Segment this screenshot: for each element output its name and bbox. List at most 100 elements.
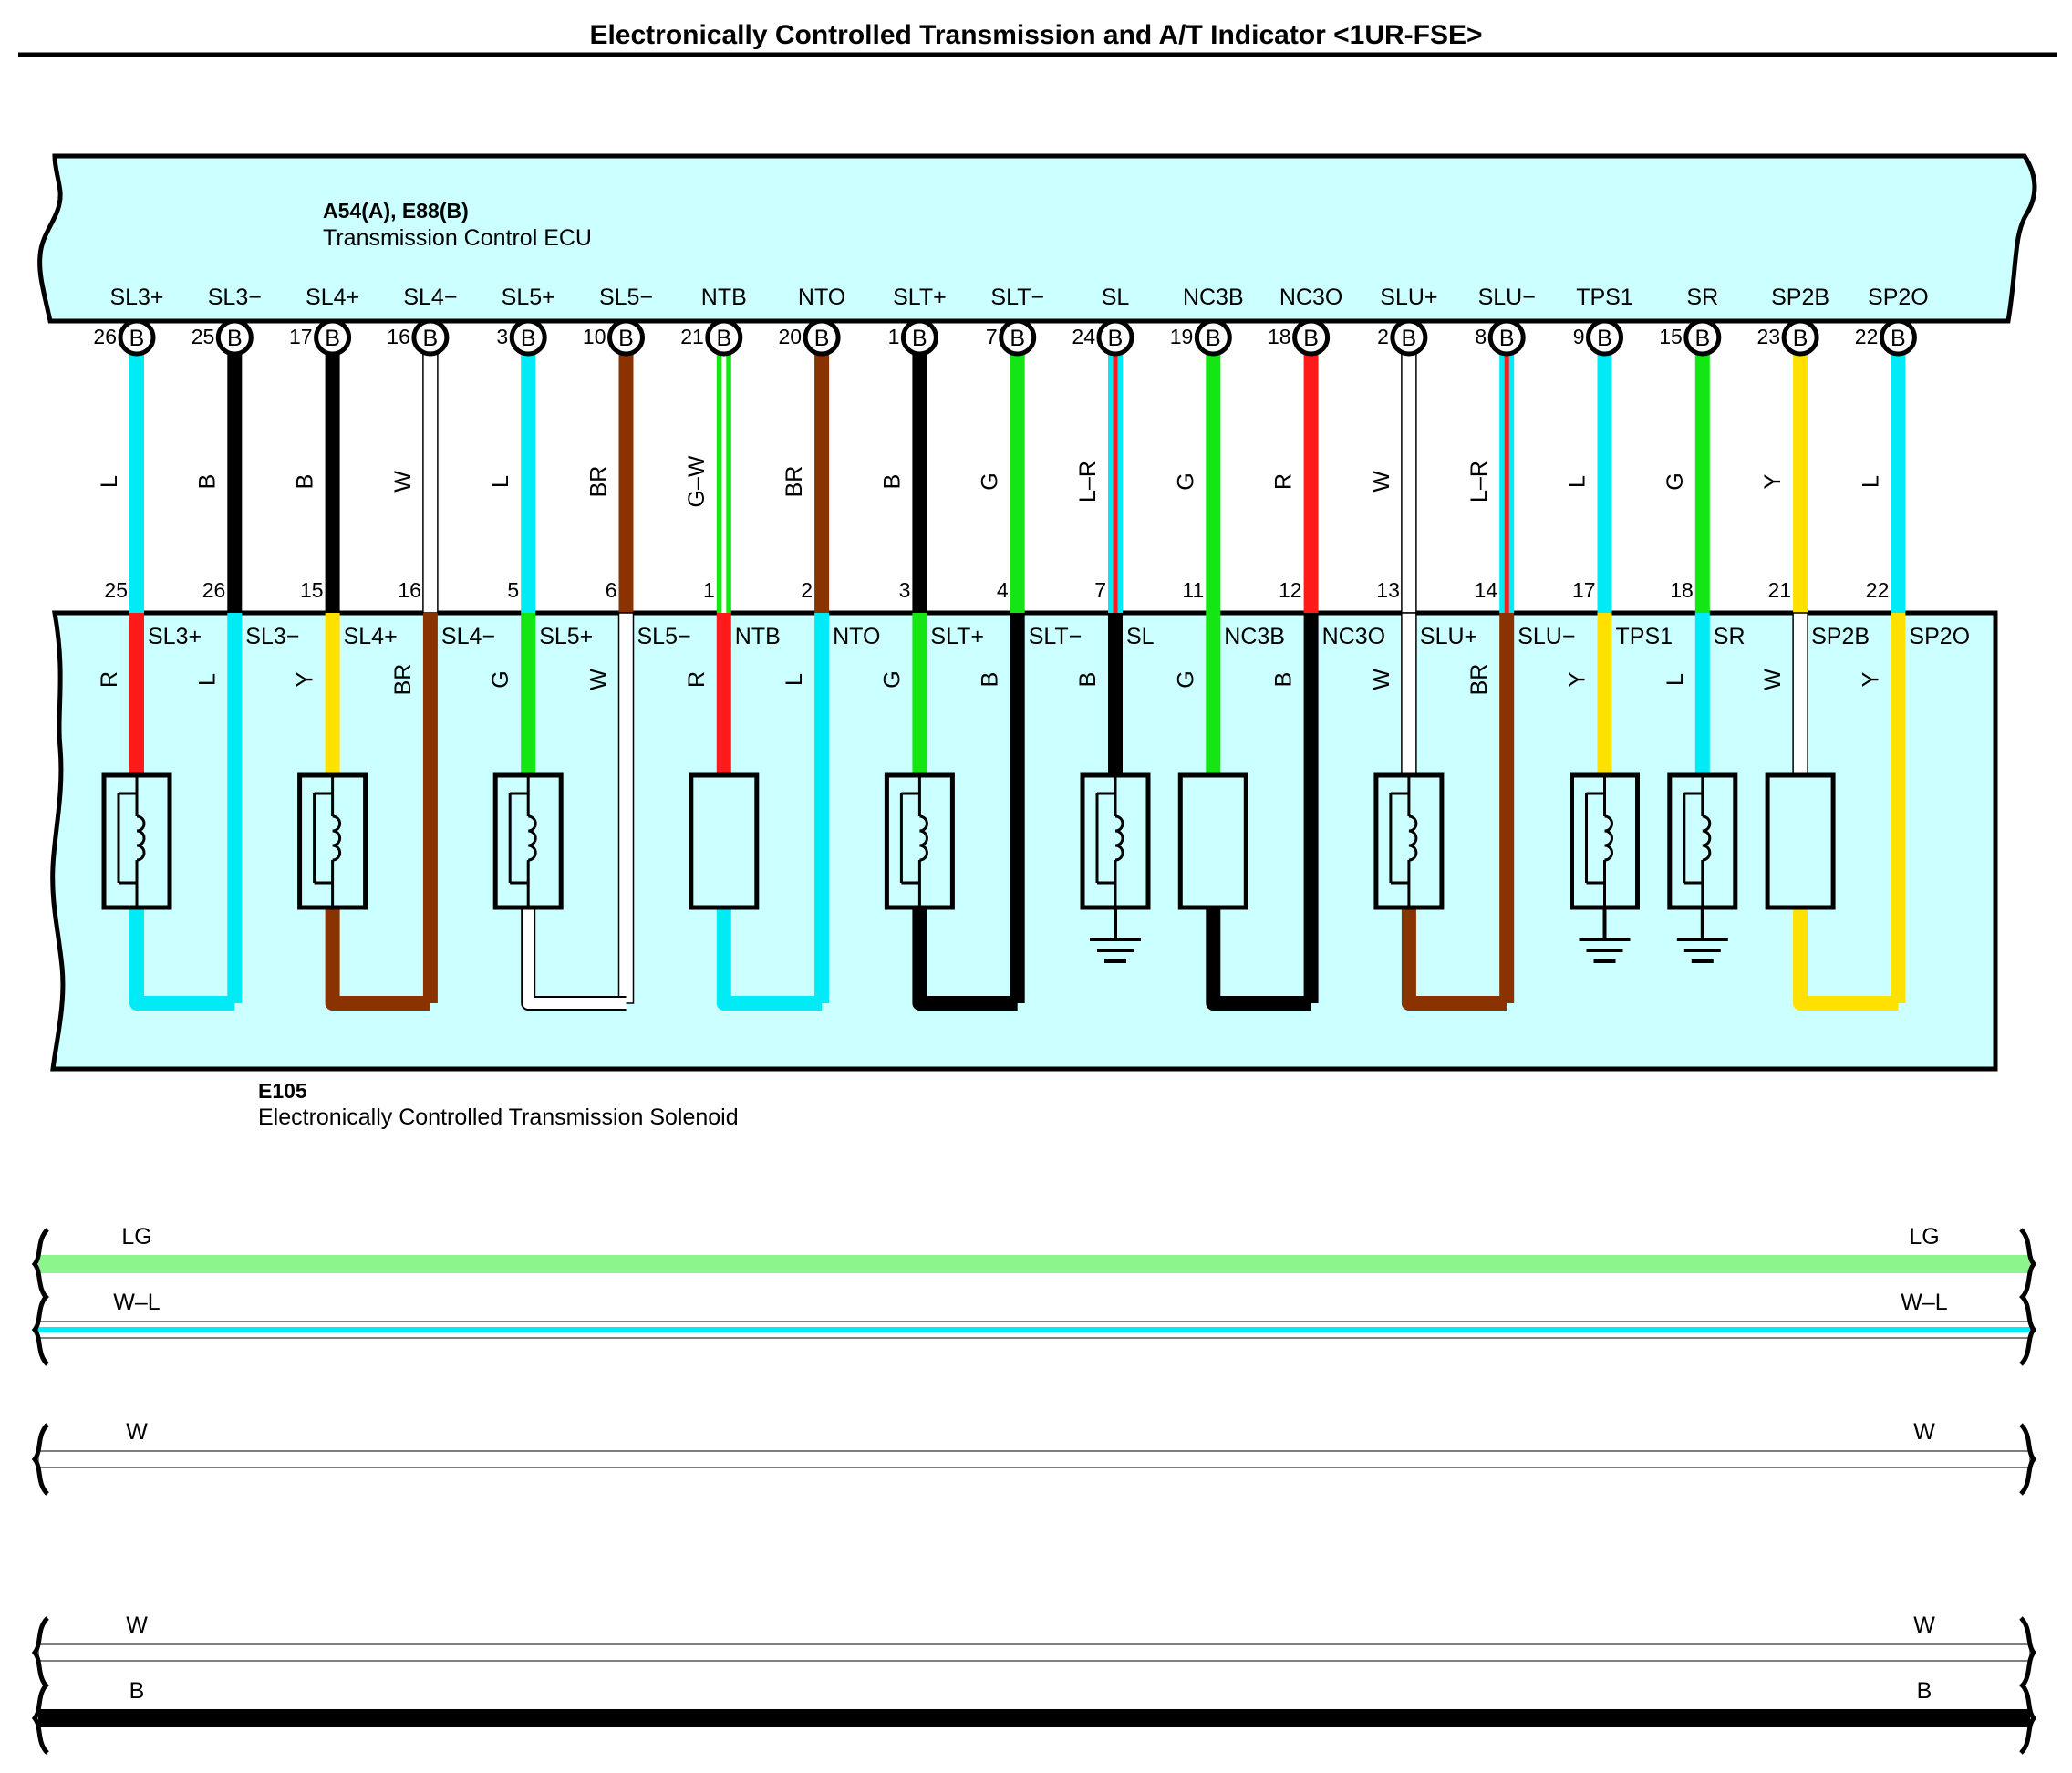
solenoid-channel: SRL — [1663, 624, 1746, 686]
continuation-brace — [2019, 1293, 2037, 1366]
return-loop — [716, 907, 823, 1011]
channel-wire — [227, 613, 243, 1003]
coil-winding — [1114, 814, 1124, 862]
channel-wire — [422, 613, 438, 1003]
connector-circle — [1390, 318, 1428, 357]
channel-wire — [1401, 612, 1417, 776]
connector-circle — [314, 318, 352, 357]
coil-winding — [332, 814, 342, 862]
line-color-label-right: B — [1917, 1678, 1932, 1704]
connector-letter: B — [1694, 326, 1710, 351]
connector-letter: B — [1402, 326, 1417, 351]
connector-letter: B — [227, 326, 243, 351]
solenoid-terminal-label: TPS1 — [1616, 624, 1673, 649]
ecu-terminal-label: SL5− — [599, 285, 653, 310]
wire-color-code: B — [194, 474, 220, 490]
internal-wire-color: B — [978, 672, 1003, 688]
ecu-harness-wire — [1108, 350, 1123, 613]
solenoid-pin-number: 17 — [1572, 578, 1596, 602]
ecu-harness-wire — [912, 350, 927, 613]
ecu-terminal-label: NC3O — [1279, 285, 1342, 310]
ecu-terminal-label: NTB — [701, 285, 747, 310]
solenoid-coil — [492, 612, 635, 1011]
internal-wire-color: W — [1369, 669, 1394, 690]
channel-wire — [1206, 613, 1221, 775]
continuation-brace — [31, 1616, 49, 1689]
connector-circle — [1292, 318, 1331, 357]
channel-wire — [1499, 613, 1515, 1003]
ecu-terminal-label: NC3B — [1183, 285, 1244, 310]
connector-circle — [1194, 318, 1232, 357]
ecu-pin-number: 2 — [1377, 325, 1389, 348]
internal-wire-color: L — [782, 673, 807, 686]
ecu-terminal-label: TPS1 — [1576, 285, 1633, 310]
line-body — [37, 1450, 2031, 1468]
ecu-pin-number: 25 — [192, 325, 215, 348]
solenoid-coil — [297, 613, 438, 1011]
ecu-box — [37, 153, 2037, 324]
component-box — [1177, 772, 1248, 910]
ecu-terminal-label: SL5+ — [502, 285, 555, 310]
solenoid-terminal-label: SLU− — [1518, 624, 1575, 649]
internal-wire-color: Y — [293, 671, 318, 687]
connector-letter: B — [1793, 326, 1808, 351]
connector-letter: B — [521, 326, 536, 351]
internal-wire-color: R — [97, 671, 122, 688]
wire-color-code: W — [1369, 471, 1394, 493]
ecu-harness-wire — [1597, 350, 1612, 613]
connector-circle — [118, 318, 156, 357]
solenoid-terminal-label: SL4+ — [344, 624, 398, 649]
solenoid-pin-number: 5 — [507, 578, 519, 602]
ecu-wire-column: SLU−B8L–R14 — [1466, 285, 1536, 613]
line-stripe — [38, 1327, 2030, 1332]
ecu-pin-number: 17 — [289, 325, 313, 348]
channel-wire — [716, 613, 731, 775]
ecu-pin-number: 15 — [1659, 325, 1683, 348]
ecu-terminal-label: SP2O — [1868, 285, 1929, 310]
component-box — [1765, 772, 1836, 910]
solenoid-channels: SL3+RSL3−LSL4+YSL4−BRSL5+GSL5−WNTBRNTOLS… — [97, 624, 1970, 695]
wire-color-code: R — [1271, 473, 1297, 490]
connector-letter: B — [1597, 326, 1612, 351]
ecu-harness-wire — [1401, 349, 1417, 614]
connector-circle — [705, 318, 743, 357]
internal-wire-color: BR — [1466, 664, 1492, 696]
connector-letter: B — [814, 326, 830, 351]
internal-wire-color: L — [1663, 673, 1688, 686]
solenoid-pin-number: 15 — [300, 578, 324, 602]
connector-circle — [509, 318, 547, 357]
wire-color-code: BR — [586, 466, 612, 498]
ecu-terminal-label: SL3− — [208, 285, 262, 310]
connector-letter: B — [618, 326, 634, 351]
solenoid-terminal-label: SL5+ — [539, 624, 593, 649]
solenoid-pin-number: 25 — [104, 578, 128, 602]
solenoid-channel: SL5−W — [586, 624, 691, 690]
connector-letter: B — [423, 326, 439, 351]
ecu-harness-wire — [227, 350, 243, 613]
continuation-brace — [2019, 1423, 2037, 1496]
solenoid-pin-number: 7 — [1094, 578, 1106, 602]
continuation-brace — [31, 1228, 49, 1301]
wire-color-code: W — [390, 471, 416, 493]
solenoid-coil — [101, 613, 243, 1011]
wire-color-code: BR — [782, 466, 807, 498]
continuation-brace — [31, 1293, 49, 1366]
solenoid-terminal-label: SL4− — [441, 624, 495, 649]
wire-color-code: G — [978, 472, 1003, 490]
return-loop — [912, 907, 1018, 1011]
solenoid-terminal-label: SLU+ — [1420, 624, 1477, 649]
